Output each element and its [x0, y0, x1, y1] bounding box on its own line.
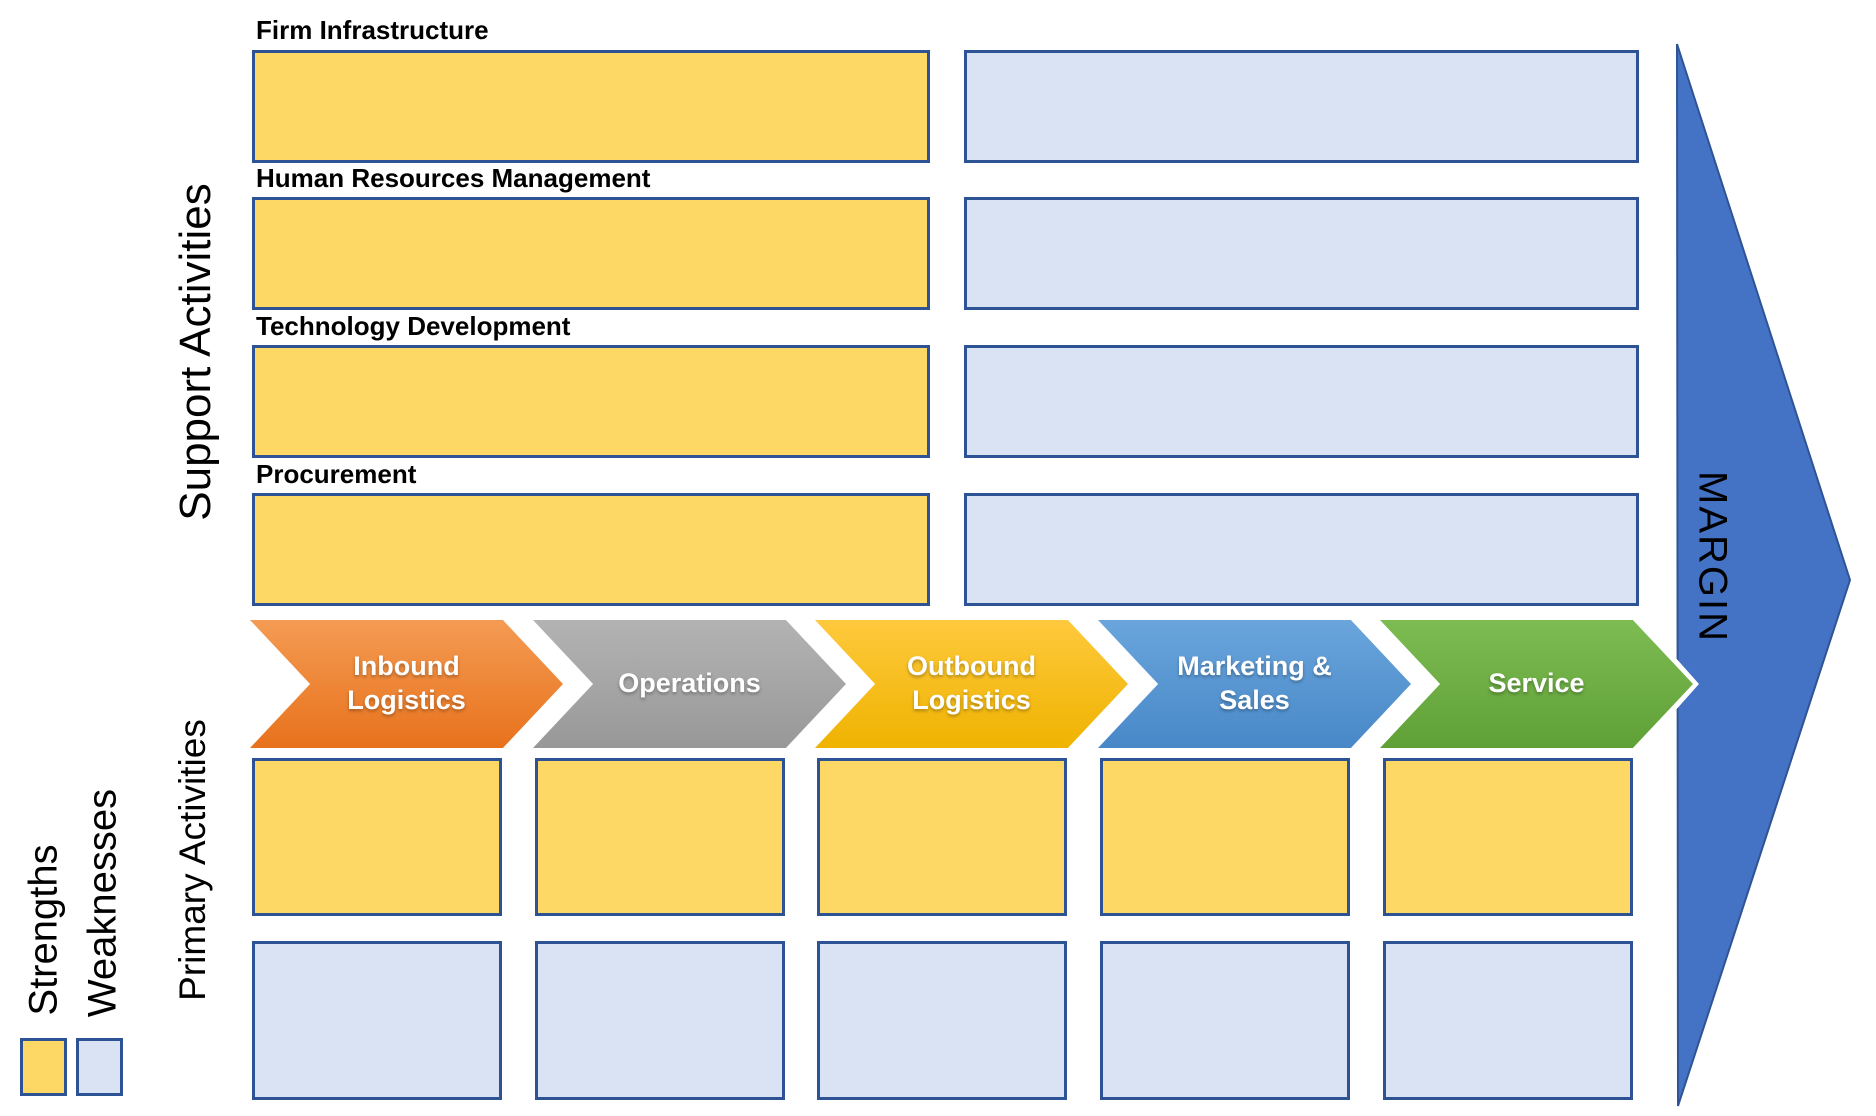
support-row-label-firm-infrastructure: Firm Infrastructure: [256, 15, 489, 45]
chevron-outbound-logistics: Outbound Logistics: [815, 620, 1128, 748]
strength-placeholder-box[interactable]: [252, 493, 930, 606]
legend-strengths-label: Strengths: [21, 844, 66, 1016]
support-activities-axis-label: Support Activities: [171, 183, 220, 521]
weakness-placeholder-box[interactable]: [964, 50, 1639, 163]
legend-strengths-swatch: [20, 1038, 67, 1096]
weakness-placeholder-box[interactable]: [964, 345, 1639, 458]
chevron-label: Service: [1488, 668, 1585, 699]
strength-placeholder-box[interactable]: [252, 758, 502, 916]
support-row-label-technology-development: Technology Development: [256, 311, 571, 341]
strength-placeholder-box[interactable]: [252, 345, 930, 458]
strength-placeholder-box[interactable]: [535, 758, 785, 916]
support-row-label-procurement: Procurement: [256, 459, 417, 489]
strength-placeholder-box[interactable]: [252, 197, 930, 310]
weakness-placeholder-box[interactable]: [1100, 941, 1350, 1100]
primary-activities-axis-label: Primary Activities: [172, 719, 213, 1001]
strength-placeholder-box[interactable]: [1100, 758, 1350, 916]
margin-arrow: [1676, 43, 1852, 1107]
chevron-label: Operations: [618, 668, 761, 699]
legend-weaknesses-swatch: [76, 1038, 123, 1096]
strength-placeholder-box[interactable]: [1383, 758, 1633, 916]
chevron-service: Service: [1380, 620, 1693, 748]
chevron-marketing-sales: Marketing & Sales: [1098, 620, 1411, 748]
weakness-placeholder-box[interactable]: [964, 493, 1639, 606]
margin-label: MARGIN: [1690, 471, 1735, 643]
chevron-label: Marketing & Sales: [1177, 651, 1332, 715]
chevron-label: Inbound Logistics: [347, 651, 466, 715]
weakness-placeholder-box[interactable]: [1383, 941, 1633, 1100]
chevron-label: Outbound Logistics: [907, 651, 1036, 715]
strength-placeholder-box[interactable]: [817, 758, 1067, 916]
weakness-placeholder-box[interactable]: [252, 941, 502, 1100]
chevron-inbound-logistics: Inbound Logistics: [250, 620, 563, 748]
weakness-placeholder-box[interactable]: [964, 197, 1639, 310]
weakness-placeholder-box[interactable]: [817, 941, 1067, 1100]
support-row-label-human-resources-management: Human Resources Management: [256, 163, 651, 193]
legend-weaknesses-label: Weaknesses: [80, 788, 125, 1018]
weakness-placeholder-box[interactable]: [535, 941, 785, 1100]
strength-placeholder-box[interactable]: [252, 50, 930, 163]
chevron-operations: Operations: [533, 620, 846, 748]
